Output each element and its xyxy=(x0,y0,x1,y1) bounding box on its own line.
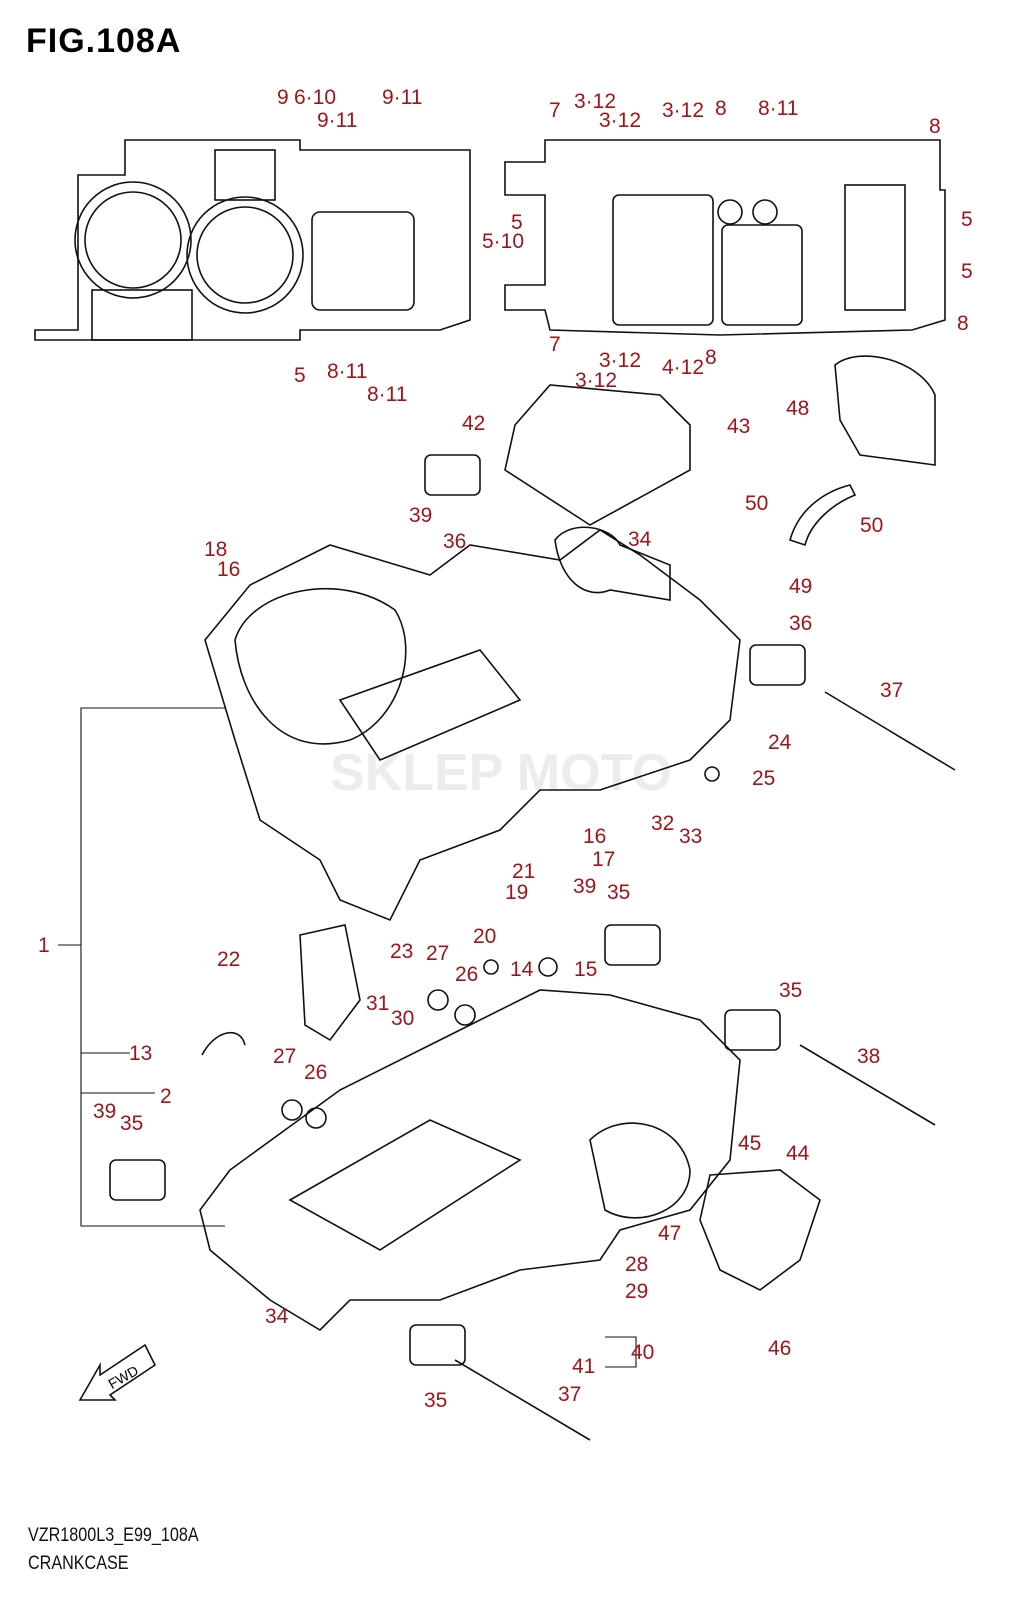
callout-label: 43 xyxy=(727,415,750,438)
callout-label: 3·12 xyxy=(575,369,617,392)
upper-crankcase-top-view xyxy=(34,139,471,341)
callout-label: 33 xyxy=(679,825,702,848)
callout-label: 7 xyxy=(549,333,561,356)
callout-label: 41 xyxy=(572,1355,595,1378)
callout-label: 8·11 xyxy=(327,360,367,383)
figure-code: VZR1800L3_E99_108A xyxy=(28,1525,199,1546)
callout-label: 14 xyxy=(510,958,534,981)
callout-label: 37 xyxy=(880,679,903,702)
callout-label: 35 xyxy=(120,1112,143,1135)
callout-label: 42 xyxy=(462,412,485,435)
callout-label: 20 xyxy=(473,925,496,948)
figure-caption: CRANKCASE xyxy=(28,1553,129,1574)
callout-label: 37 xyxy=(558,1383,581,1406)
figure-title: FIG.108A xyxy=(26,22,182,60)
callout-label: 19 xyxy=(505,881,528,904)
fwd-arrow: FWD xyxy=(78,1343,157,1401)
callout-label: 6·10 xyxy=(294,86,336,109)
callout-label: 9·11 xyxy=(317,109,357,132)
callout-label: 39 xyxy=(573,875,596,898)
callout-label: 13 xyxy=(129,1042,152,1065)
callout-label: 27 xyxy=(273,1045,296,1068)
callout-label: 24 xyxy=(768,731,792,754)
callout-label: 50 xyxy=(860,514,883,537)
callout-label: 35 xyxy=(779,979,802,1002)
callout-label: 36 xyxy=(443,530,466,553)
callout-label: 21 xyxy=(512,860,535,883)
callout-label: 16 xyxy=(583,825,606,848)
callout-label: 4·12 xyxy=(662,356,704,379)
callout-label: 3·12 xyxy=(662,99,704,122)
assembly-bracket xyxy=(58,707,637,1368)
callout-label: 28 xyxy=(625,1253,648,1276)
callout-label: 30 xyxy=(391,1007,414,1030)
callout-label: 39 xyxy=(93,1100,116,1123)
callout-label: 48 xyxy=(786,397,809,420)
callout-label: 5 xyxy=(961,260,973,283)
callout-label: 45 xyxy=(738,1132,761,1155)
callout-label: 16 xyxy=(217,558,240,581)
callout-label: 5·10 xyxy=(482,230,524,253)
lower-crankcase xyxy=(199,989,741,1332)
fwd-label: FWD xyxy=(105,1362,141,1392)
callout-label: 5 xyxy=(294,364,306,387)
callout-label: 8 xyxy=(705,346,717,369)
callout-label: 2 xyxy=(160,1085,172,1108)
callout-label: 8 xyxy=(957,312,969,335)
callout-label: 49 xyxy=(789,575,812,598)
callout-label: 34 xyxy=(628,528,652,551)
callout-label: 8 xyxy=(929,115,941,138)
callout-label: 26 xyxy=(455,963,478,986)
callout-label: 50 xyxy=(745,492,768,515)
callout-label: 17 xyxy=(592,848,615,871)
callout-label: 9·11 xyxy=(382,86,422,109)
callout-label: 1 xyxy=(38,934,50,957)
callout-label: 47 xyxy=(658,1222,681,1245)
callout-label: 5 xyxy=(511,211,523,234)
callout-label: 8·11 xyxy=(367,383,407,406)
callout-label: 38 xyxy=(857,1045,880,1068)
callout-label: 18 xyxy=(204,538,227,561)
upper-crankcase xyxy=(204,526,741,922)
callout-label: 39 xyxy=(409,504,432,527)
callout-label: 35 xyxy=(607,881,630,904)
callout-label: 15 xyxy=(574,958,597,981)
lower-crankcase-top-view xyxy=(504,139,946,336)
callout-label: 46 xyxy=(768,1337,791,1360)
callout-label: 26 xyxy=(304,1061,327,1084)
callout-label: 3·12 xyxy=(599,349,641,372)
callout-label: 29 xyxy=(625,1280,648,1303)
callout-label: 8·11 xyxy=(758,97,798,120)
callout-label: 35 xyxy=(424,1389,447,1412)
callout-label: 31 xyxy=(366,992,389,1015)
callout-label: 44 xyxy=(786,1142,810,1165)
callout-label: 9 xyxy=(277,86,289,109)
callout-label: 7 xyxy=(549,99,561,122)
callout-label: 8 xyxy=(715,97,727,120)
callout-label: 3·12 xyxy=(574,90,616,113)
callout-label: 32 xyxy=(651,812,674,835)
callout-label: 22 xyxy=(217,948,240,971)
callout-label: 3·12 xyxy=(599,109,641,132)
callout-label: 34 xyxy=(265,1305,289,1328)
callout-label: 25 xyxy=(752,767,775,790)
small-parts xyxy=(109,355,956,1441)
callout-label: 5 xyxy=(961,208,973,231)
watermark: SKLEP MOTO xyxy=(330,744,672,802)
callout-label: 23 xyxy=(390,940,413,963)
callout-label: 36 xyxy=(789,612,812,635)
callout-label: 40 xyxy=(631,1341,654,1364)
callout-label: 27 xyxy=(426,942,449,965)
